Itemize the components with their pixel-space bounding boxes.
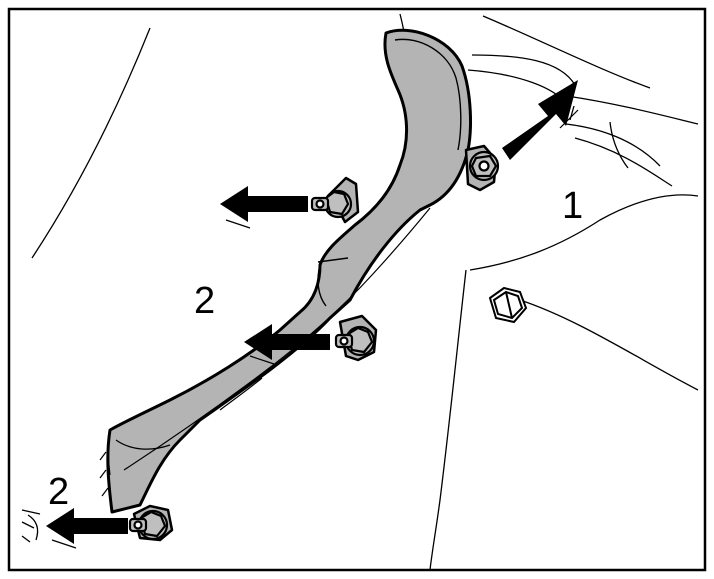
arrow-left-upper	[220, 186, 308, 222]
arrow-left-lower	[46, 508, 128, 544]
bolt-upper-right	[468, 150, 500, 182]
nut-upper	[310, 189, 353, 219]
callout-2-upper: 2	[194, 280, 215, 322]
removal-arrows	[46, 80, 579, 549]
arrow-left-middle	[244, 324, 330, 360]
nut-middle	[334, 325, 376, 357]
callout-2-lower: 2	[48, 471, 69, 513]
nut-lower	[128, 509, 169, 541]
arrow-up-right	[502, 80, 578, 160]
callout-1: 1	[562, 185, 583, 227]
heat-shield	[99, 28, 472, 514]
diagram-border	[7, 7, 707, 572]
arrow-up-right-tick	[559, 109, 579, 129]
nut-body	[488, 286, 528, 324]
